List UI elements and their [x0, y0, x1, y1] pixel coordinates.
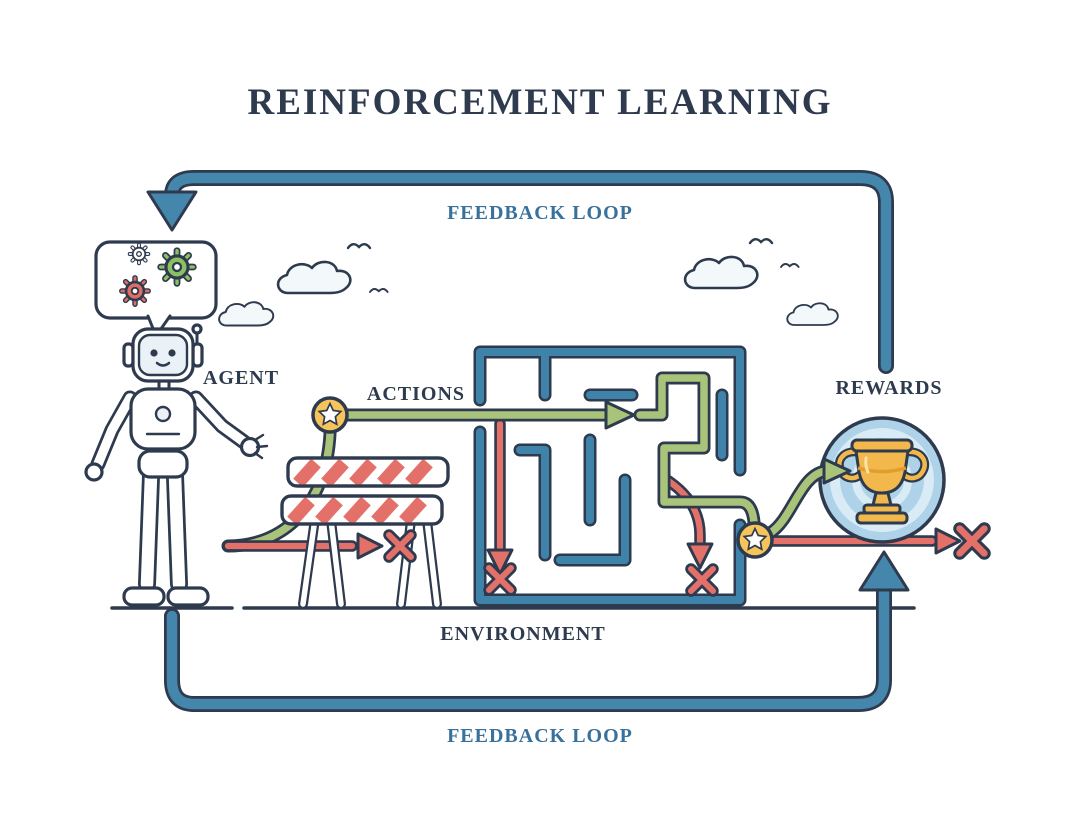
- feedback-loop-top-arrow: [146, 170, 894, 374]
- arrow-right-icon: [822, 457, 852, 485]
- environment-label: ENVIRONMENT: [440, 623, 605, 645]
- feedback-loop-bottom-label: FEEDBACK LOOP: [447, 725, 633, 747]
- arrow-down-icon: [686, 542, 714, 570]
- arrow-right-icon: [604, 400, 636, 430]
- cloud-icon: [276, 260, 352, 295]
- cloud-icon: [218, 301, 275, 327]
- robot-eye: [168, 349, 176, 357]
- actions-arrow: [340, 400, 636, 430]
- agent-robot-icon: [84, 240, 269, 607]
- cross-icon: [960, 529, 985, 554]
- robot-chest-light: [154, 405, 172, 423]
- robot-hand: [84, 462, 104, 482]
- actions-label: ACTIONS: [367, 383, 465, 405]
- star-badge: [311, 396, 349, 434]
- failed-path-maze-left: [486, 418, 514, 576]
- bird-icon: [748, 238, 774, 245]
- robot-face: [137, 333, 189, 377]
- cloud-icon: [683, 255, 759, 290]
- bird-icon: [346, 243, 372, 250]
- barrier-icon: [280, 456, 450, 609]
- star-badge: [736, 521, 774, 559]
- robot-foot: [166, 586, 210, 607]
- cross-icon: [489, 568, 511, 590]
- arrow-down-icon: [146, 190, 198, 232]
- feedback-loop-top-label: FEEDBACK LOOP: [447, 202, 633, 224]
- robot-eye: [150, 349, 158, 357]
- feedback-loop-bottom-arrow: [164, 550, 910, 712]
- arrow-up-icon: [858, 550, 910, 592]
- page-title: REINFORCEMENT LEARNING: [247, 82, 832, 123]
- rewards-label: REWARDS: [835, 377, 942, 399]
- robot-foot: [122, 586, 166, 607]
- gear-icon: [161, 251, 194, 284]
- cloud-icon: [786, 302, 839, 326]
- speech-bubble: [94, 240, 218, 340]
- robot-smile: [155, 361, 171, 367]
- arrow-right-icon: [356, 532, 384, 560]
- bird-icon: [780, 263, 800, 268]
- failed-path-maze-right: [658, 472, 714, 570]
- cross-icon: [691, 569, 713, 591]
- trophy-icon: [834, 438, 930, 525]
- cross-icon: [389, 535, 411, 557]
- success-path-maze: [633, 371, 761, 529]
- agent-label: AGENT: [203, 367, 279, 389]
- maze-environment: [473, 345, 747, 607]
- gear-icon: [122, 278, 148, 304]
- gear-icon: [127, 242, 151, 266]
- trophy-reward: [818, 416, 946, 544]
- robot-pelvis: [137, 449, 189, 479]
- bird-icon: [369, 288, 389, 293]
- success-path-to-reward: [763, 457, 852, 540]
- arrow-right-icon: [934, 527, 962, 555]
- arrow-down-icon: [486, 548, 514, 576]
